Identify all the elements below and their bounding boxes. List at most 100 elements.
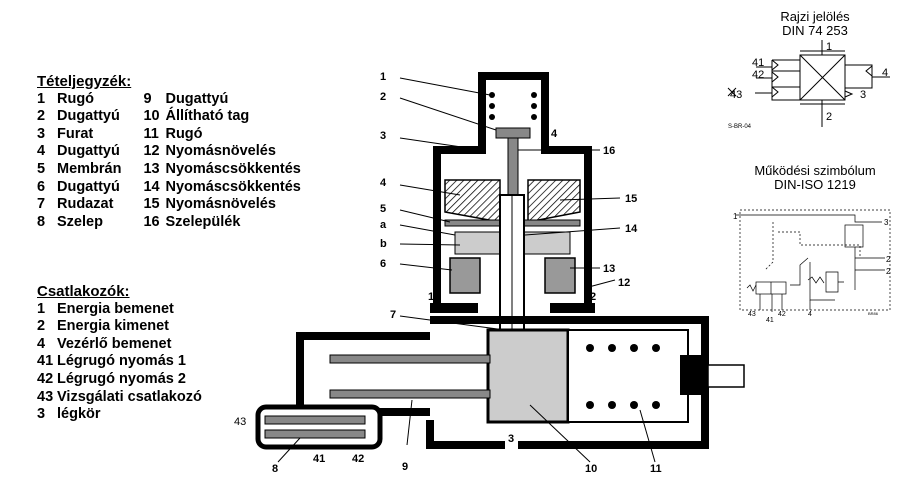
list-item: 14 Nyomáscsökkentés	[143, 179, 300, 197]
port-label: 41	[752, 57, 764, 69]
function-symbol-ports: 1 3 2 2 43 41 42 4 BR86	[733, 212, 891, 324]
item-label: Dugattyú	[57, 108, 120, 125]
item-num: 12	[143, 143, 160, 160]
adjuster-10	[486, 328, 570, 424]
item-label: Nyomásnövelés	[165, 143, 276, 160]
drawing-symbol	[727, 40, 890, 127]
function-symbol-title: Működési szimbólum DIN-ISO 1219	[725, 164, 900, 192]
item-label: Rugó	[165, 125, 203, 142]
item-label: Membrán	[57, 160, 122, 177]
drawing-symbol-title-line1: Rajzi jelölés	[780, 9, 850, 24]
callout: 11	[650, 463, 662, 475]
port-label: 3	[508, 433, 514, 445]
callout: 3	[380, 130, 386, 142]
item-label: Dugattyú	[57, 143, 120, 160]
port-label: 3	[860, 89, 866, 101]
item-num: 2	[37, 318, 46, 335]
port-label: 42	[352, 453, 364, 465]
sectional-drawing	[255, 72, 745, 450]
port-label: 1	[428, 291, 434, 303]
piston-2	[495, 127, 531, 139]
callout: 5	[380, 203, 386, 215]
item-num: 7	[37, 196, 46, 213]
port-label: 1	[733, 212, 738, 221]
port-label: 4	[808, 311, 812, 318]
callout: 1	[380, 71, 386, 83]
item-label: Vezérlő bemenet	[57, 335, 172, 352]
item-num: 16	[143, 213, 160, 230]
callout: 14	[625, 223, 638, 235]
symbol-code: BR86	[868, 311, 879, 316]
item-num: 42	[37, 370, 54, 387]
item-num: 14	[143, 178, 160, 195]
leader-lines	[277, 77, 656, 463]
callout: 2	[380, 91, 386, 103]
callout: 12	[618, 277, 630, 289]
symbol-code: S-BR-04	[728, 124, 752, 130]
spring-housing	[478, 72, 549, 140]
piston-9	[329, 354, 491, 364]
port-label: 42	[752, 69, 764, 81]
port-label: 41	[313, 453, 325, 465]
callout: 10	[585, 463, 597, 475]
function-symbol	[736, 209, 891, 312]
adjust-rod	[707, 364, 745, 388]
adjust-nut	[680, 355, 708, 395]
port-label: 41	[766, 317, 774, 324]
port-label: 1	[826, 41, 832, 53]
item-num: 4	[37, 143, 46, 160]
port-label: 2	[886, 267, 891, 276]
spring-11	[586, 344, 660, 409]
drawing-symbol-title-line2: DIN 74 253	[782, 23, 848, 38]
callout: 43	[234, 416, 246, 428]
item-num: 1	[37, 90, 46, 107]
callout: 13	[603, 263, 615, 275]
callout: 7	[390, 309, 396, 321]
list-item: 4 Dugattyú	[37, 143, 121, 161]
callout: 4	[551, 128, 558, 140]
item-num: 10	[143, 108, 160, 125]
item-label: Rugó	[57, 90, 95, 107]
function-symbol-title-line2: DIN-ISO 1219	[774, 177, 856, 192]
callout: 16	[603, 145, 615, 157]
callout: a	[380, 219, 387, 231]
valve-block-8	[255, 404, 383, 450]
callouts: 1 2 3 4 5 a b 6 1 2 7 4 16 15 14 13 12 4…	[234, 71, 662, 475]
item-label: Nyomáscsökkentés	[165, 178, 301, 195]
item-num: 3	[37, 125, 46, 142]
item-num: 4	[37, 335, 46, 352]
port-label: 43	[748, 311, 756, 318]
item-num: 8	[37, 213, 46, 230]
parts-list-heading: Tételjegyzék:	[37, 73, 132, 90]
callout: 8	[272, 463, 278, 475]
port-label: 4	[882, 67, 888, 79]
item-label: Nyomáscsökkentés	[165, 160, 301, 177]
list-item: 4 Vezérlő bemenet	[37, 336, 202, 354]
drawing-symbol-title: Rajzi jelölés DIN 74 253	[745, 10, 885, 38]
item-num: 6	[37, 178, 46, 195]
port-label: 2	[590, 291, 596, 303]
item-label: légkör	[57, 406, 101, 423]
item-label: Légrugó nyomás 1	[57, 353, 186, 370]
port-label: 42	[778, 311, 786, 318]
item-label: Energia kimenet	[57, 318, 170, 335]
item-num: 5	[37, 160, 46, 177]
item-num: 15	[143, 196, 160, 213]
item-label: Dugattyú	[165, 90, 229, 107]
list-item: 5 Membrán	[37, 161, 121, 179]
